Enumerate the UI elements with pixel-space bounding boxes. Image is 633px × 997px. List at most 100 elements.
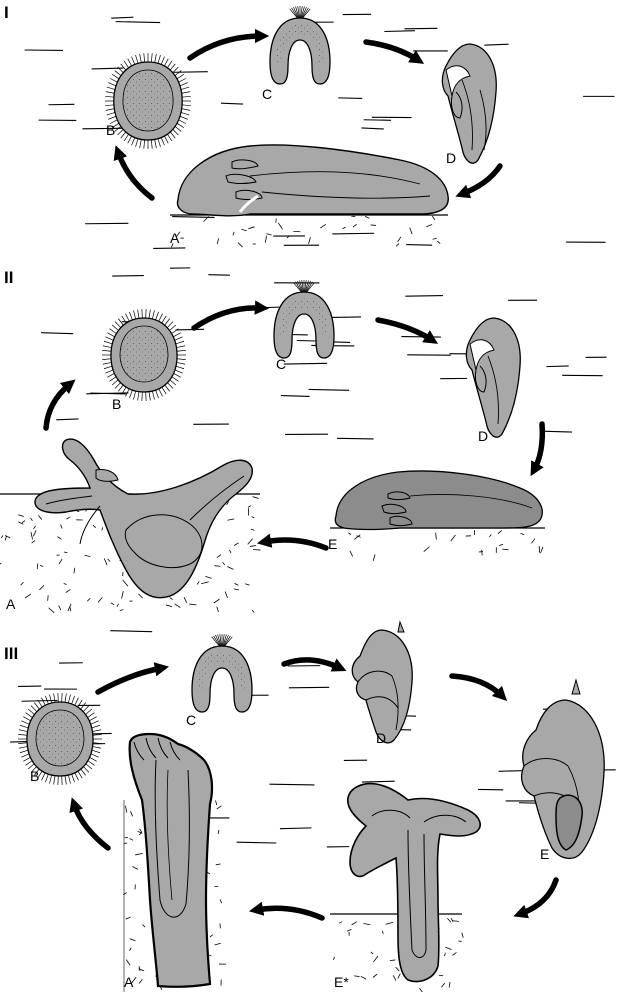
sediment-speck	[521, 533, 525, 534]
cilium	[181, 92, 190, 94]
water-dash	[82, 128, 127, 129]
panel-3-label-d: D	[376, 730, 386, 746]
water-dash	[284, 363, 327, 364]
sediment-speck	[175, 604, 181, 608]
sediment-speck	[348, 533, 351, 535]
cilium	[175, 341, 184, 344]
panel-2-larva-d	[466, 318, 520, 437]
cilium	[181, 87, 190, 90]
cilium	[20, 725, 29, 728]
cilium	[83, 706, 89, 713]
panel-2-label-d: D	[478, 428, 488, 444]
sediment-speck	[214, 599, 220, 603]
sediment-speck	[228, 519, 235, 520]
arrow-3-a-to-b	[74, 804, 108, 848]
sediment-speck	[126, 960, 130, 966]
panel-1-larva-b	[114, 62, 182, 140]
sediment-speck	[352, 922, 357, 925]
cilium	[133, 310, 135, 319]
sediment-speck	[449, 982, 450, 988]
cilium	[45, 774, 48, 782]
sediment-speck	[143, 925, 145, 928]
cilium	[149, 310, 150, 319]
panel-2	[0, 292, 545, 598]
sediment-speck	[135, 853, 143, 855]
sediment-speck	[189, 604, 196, 605]
sediment-speck	[309, 237, 311, 244]
water-lines	[10, 14, 616, 847]
sediment-speck	[426, 225, 432, 227]
sediment-speck	[39, 585, 44, 590]
cilium	[152, 310, 154, 319]
sediment-speck	[227, 566, 233, 569]
water-dash	[116, 22, 160, 23]
water-dash	[280, 828, 311, 829]
arrow-2-e-to-a	[264, 540, 326, 548]
cilium	[177, 359, 186, 360]
sediment-speck	[234, 543, 238, 546]
panel-3-adult-a	[130, 734, 212, 987]
cilium	[169, 325, 176, 331]
panel-1-larva-d	[442, 44, 496, 163]
sediment-speck	[251, 529, 255, 530]
sediment-speck	[540, 547, 542, 553]
cilium	[34, 703, 40, 710]
sediment-speck	[184, 597, 187, 603]
sediment-speck	[441, 983, 444, 987]
cilium	[132, 57, 135, 65]
panel-3-larva-d	[352, 622, 412, 743]
cilium	[92, 730, 101, 732]
sediment-speck	[361, 976, 366, 979]
sediment-speck	[252, 610, 254, 612]
water-dash	[332, 233, 374, 234]
arrow-2-a-to-b	[46, 384, 70, 428]
sediment-speck	[250, 546, 256, 547]
sediment-speck	[87, 598, 90, 601]
sediment-speck	[66, 589, 71, 592]
cilium	[173, 333, 181, 337]
sediment-speck	[498, 530, 502, 533]
cilium	[144, 140, 145, 149]
sediment-speck	[93, 525, 96, 528]
water-dash	[221, 103, 243, 104]
cilium	[179, 83, 187, 86]
sediment-speck	[37, 563, 38, 569]
cilium	[175, 366, 184, 369]
cilium	[89, 717, 97, 721]
sediment-speck	[61, 525, 63, 529]
cilium	[155, 139, 157, 148]
sediment-speck	[489, 534, 491, 536]
water-dash	[281, 396, 310, 397]
cilium	[133, 391, 135, 400]
sediment-speck	[393, 975, 396, 980]
cilium	[108, 83, 116, 86]
sediment-speck	[216, 864, 221, 865]
cilium	[136, 138, 139, 147]
sediment-speck	[390, 960, 395, 961]
cilium	[71, 774, 74, 782]
sediment-speck	[197, 581, 199, 584]
water-dash	[362, 781, 395, 782]
cilium	[103, 346, 112, 348]
arrow-1-b-to-c	[190, 36, 262, 58]
cilium	[19, 730, 28, 732]
panel-1-label-a: A	[170, 230, 179, 246]
cilium	[80, 703, 86, 710]
sediment-speck	[130, 839, 133, 841]
cilium	[159, 314, 163, 322]
sediment-speck	[265, 236, 266, 243]
cilium	[105, 96, 114, 97]
sediment-speck	[447, 918, 450, 922]
sediment-speck	[373, 956, 378, 962]
panel-2-label-a: A	[6, 596, 15, 612]
cilium	[103, 362, 112, 364]
sediment-speck	[201, 582, 209, 584]
sediment-speck	[217, 806, 222, 809]
sediment-speck	[64, 584, 67, 585]
cilium	[174, 337, 182, 341]
water-dash	[41, 333, 73, 334]
sediment-speck	[245, 584, 249, 585]
cilium	[182, 96, 191, 97]
sediment-speck	[217, 555, 221, 558]
cilium	[171, 329, 178, 334]
